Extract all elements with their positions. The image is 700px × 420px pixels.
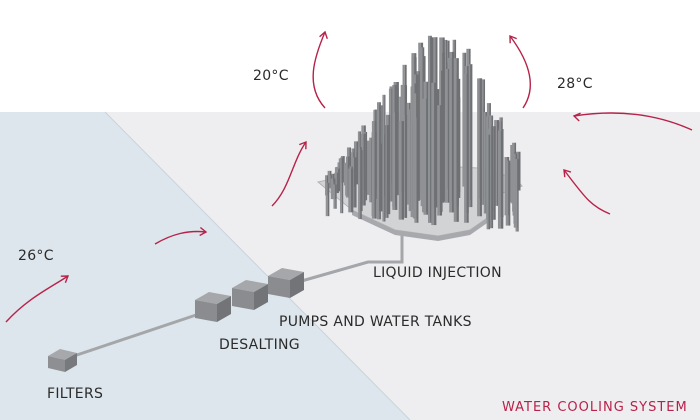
label-pumps-water-tanks: PUMPS AND WATER TANKS	[279, 314, 472, 330]
cooling-rod	[464, 73, 469, 223]
cooling-rod	[334, 172, 339, 194]
cooling-rod	[486, 134, 491, 230]
airflow-arrow	[563, 169, 611, 215]
diagram-title: WATER COOLING SYSTEM	[502, 400, 688, 415]
cooling-rod	[358, 147, 362, 220]
cooling-rod	[505, 160, 511, 226]
water-body	[0, 112, 410, 420]
cooling-rod	[392, 112, 398, 210]
cooling-rod	[437, 105, 443, 216]
cooling-rod	[467, 64, 473, 208]
tank-box	[195, 292, 231, 322]
cooling-rod	[384, 125, 389, 218]
airflow-arrow	[271, 140, 307, 207]
cooling-rod	[333, 184, 337, 209]
airflow-arrow	[509, 34, 531, 109]
pipe-line	[60, 224, 404, 362]
temp-label-26: 26°C	[18, 248, 54, 264]
airflow-arrow	[5, 275, 70, 323]
cooling-rod	[515, 158, 519, 232]
platform-edge	[352, 210, 490, 241]
cooling-rod	[477, 78, 482, 217]
cooling-rod	[377, 102, 381, 220]
airflow-arrow	[154, 226, 208, 245]
cooling-rod	[382, 94, 386, 222]
cooling-rod	[371, 121, 377, 219]
cooling-rod	[444, 68, 451, 203]
airflow-arrow	[312, 30, 328, 109]
cooling-rods	[325, 35, 521, 232]
pump-tanks	[195, 268, 304, 322]
cooling-rod	[340, 157, 344, 214]
cooling-rod	[449, 51, 455, 213]
label-liquid-injection: LIQUID INJECTION	[373, 265, 502, 281]
tank-box	[232, 280, 268, 310]
tank-box	[268, 268, 304, 298]
cooling-rod	[497, 130, 504, 229]
cooling-rod	[348, 168, 354, 213]
cooling-rod	[398, 121, 404, 220]
cooling-rod	[423, 81, 429, 215]
temp-label-20: 20°C	[253, 68, 289, 84]
water-edge	[104, 111, 411, 420]
label-desalting: DESALTING	[219, 337, 300, 353]
airflow-arrow	[572, 112, 693, 131]
sky-background	[0, 0, 700, 112]
cooling-rod	[427, 35, 432, 223]
airflow-arrows	[5, 30, 693, 323]
label-filters: FILTERS	[47, 386, 104, 402]
cooling-rod	[453, 58, 459, 222]
temp-label-28: 28°C	[557, 76, 593, 92]
filter-box	[48, 349, 77, 372]
cooling-rod	[431, 82, 437, 226]
cooling-rod	[414, 117, 419, 223]
cooling-rod	[325, 182, 330, 217]
